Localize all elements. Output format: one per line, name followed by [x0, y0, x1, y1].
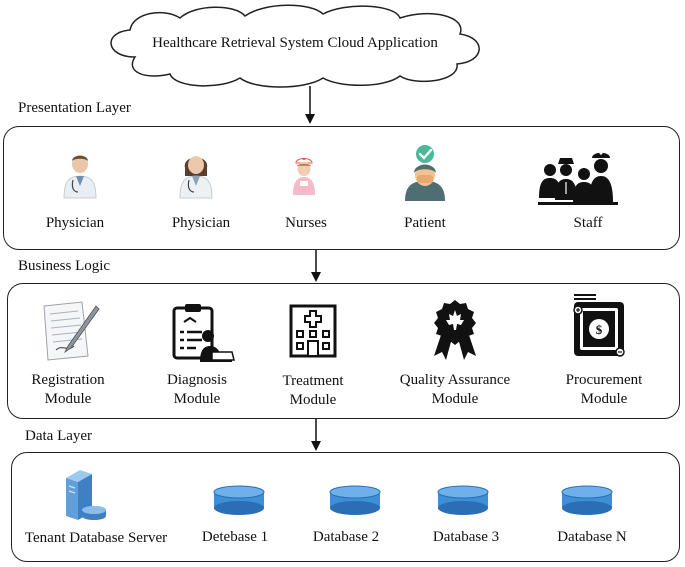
presentation-item-physician-1: Physician	[45, 215, 105, 231]
data-item-database-2: Database 2	[312, 529, 380, 545]
arrow-presentation-to-business	[311, 250, 321, 282]
data-item-tenant-server: Tenant Database Server	[24, 530, 168, 546]
data-item-database-3: Database 3	[432, 529, 500, 545]
presentation-item-patient: Patient	[404, 215, 446, 231]
database-n-icon	[561, 485, 613, 515]
data-item-database-1: Detebase 1	[201, 529, 269, 545]
presentation-item-staff: Staff	[573, 215, 603, 231]
registration-form-icon	[43, 301, 100, 361]
presentation-item-physician-2: Physician	[171, 215, 231, 231]
staff-group-icon	[538, 151, 618, 205]
cloud-title: Healthcare Retrieval System Cloud Applic…	[152, 35, 438, 51]
svg-text:$: $	[596, 322, 603, 337]
quality-badge-icon	[434, 300, 476, 360]
nurse-icon	[293, 158, 315, 195]
business-logic-label: Business Logic	[18, 258, 111, 274]
diagnosis-clipboard-icon	[172, 304, 235, 362]
business-logic-box	[7, 283, 680, 419]
data-item-database-n: Database N	[557, 529, 627, 545]
presentation-layer-label: Presentation Layer	[18, 100, 131, 116]
database-3-icon	[437, 485, 489, 515]
procurement-safe-icon: $	[573, 294, 625, 357]
hospital-building-icon	[289, 304, 337, 358]
presentation-item-nurses: Nurses	[285, 215, 327, 231]
database-2-icon	[329, 485, 381, 515]
arrow-cloud-to-presentation	[305, 86, 315, 124]
arrow-business-to-data	[311, 419, 321, 451]
database-1-icon	[213, 485, 265, 515]
physician-female-icon	[179, 156, 213, 199]
database-server-icon	[66, 470, 106, 520]
physician-male-icon	[63, 155, 97, 199]
data-layer-label: Data Layer	[25, 428, 93, 444]
patient-icon	[405, 145, 445, 201]
cloud-shape	[110, 4, 480, 88]
